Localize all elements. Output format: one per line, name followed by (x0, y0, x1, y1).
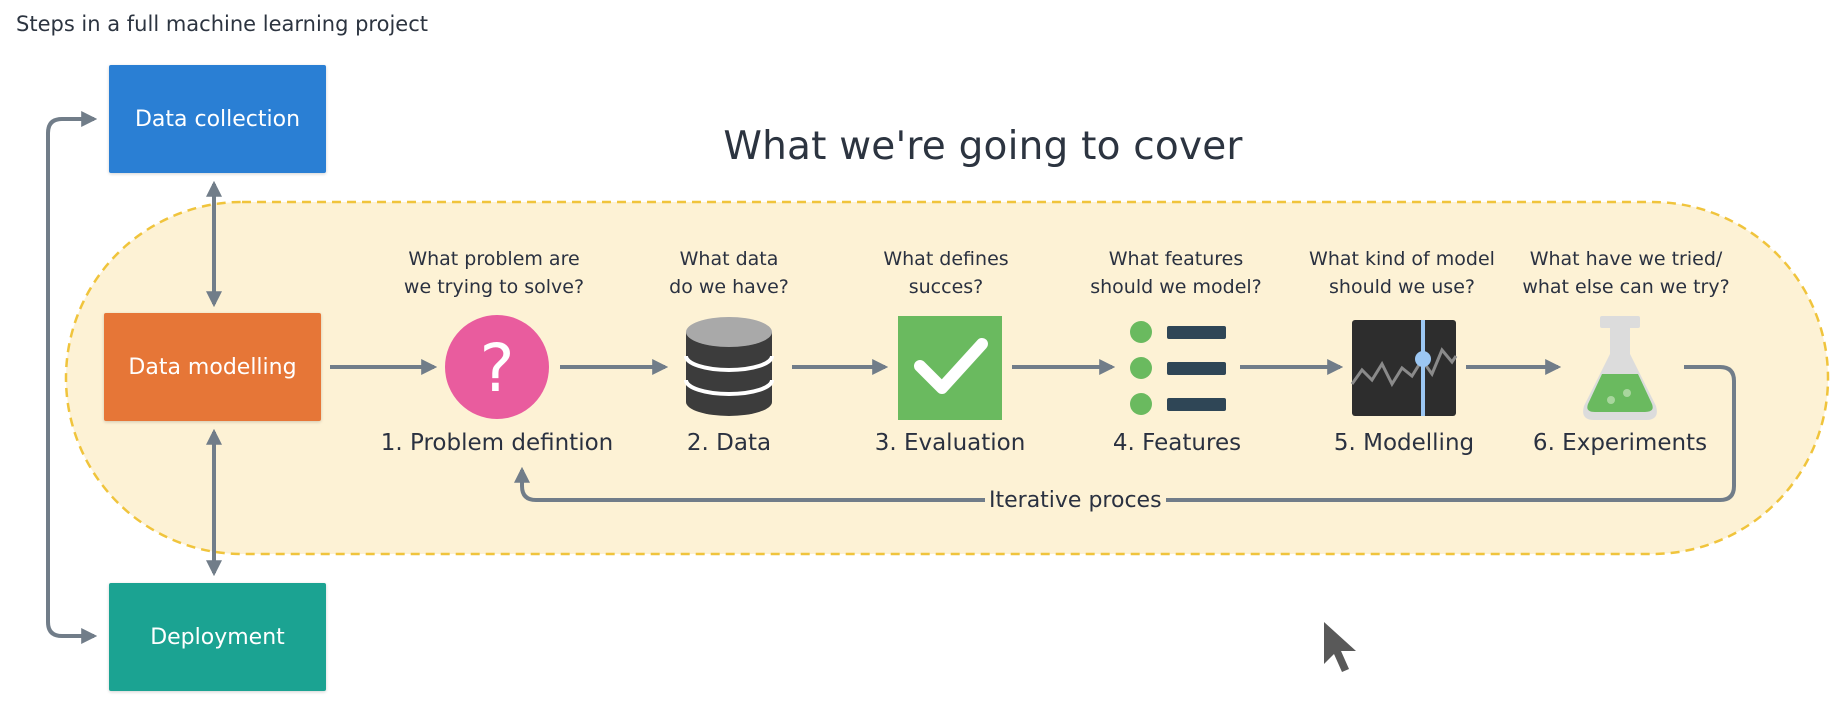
flask-icon (1583, 316, 1657, 420)
step-3-label: 3. Evaluation (874, 430, 1026, 456)
feature-list-icon (1130, 321, 1226, 415)
question-icon: ? (445, 315, 549, 419)
deployment-label: Deployment (150, 624, 285, 650)
iterative-loop-arrow (514, 365, 1736, 502)
step-5-label: 5. Modelling (1333, 430, 1475, 456)
step-4-label: 4. Features (1112, 430, 1242, 456)
data-modelling-box: Data modelling (104, 313, 321, 421)
step-1-label: 1. Problem defintion (380, 430, 614, 456)
step-6-question: What have we tried/ what else can we try… (1522, 248, 1730, 298)
database-icon (684, 317, 774, 416)
chart-monitor-icon (1350, 320, 1458, 416)
step-2-label: 2. Data (686, 430, 772, 456)
page-title: Steps in a full machine learning project (16, 12, 428, 36)
checkmark-icon (898, 316, 1002, 420)
step-3-question: What defines succes? (883, 248, 1009, 298)
step-5-question: What kind of model should we use? (1309, 248, 1495, 298)
svg-text:?: ? (479, 330, 514, 407)
iterative-process-label: Iterative proces (985, 488, 1166, 513)
step-4-question: What features should we model? (1090, 248, 1262, 298)
data-modelling-label: Data modelling (128, 354, 297, 380)
lifecycle-loop-arrow (46, 111, 98, 644)
deployment-box: Deployment (109, 583, 326, 691)
cover-title: What we're going to cover (723, 124, 1243, 169)
step-1-question: What problem are we trying to solve? (403, 248, 585, 298)
data-collection-label: Data collection (134, 106, 301, 132)
data-collection-box: Data collection (109, 65, 326, 173)
mouse-cursor-icon (1324, 622, 1356, 672)
step-6-label: 6. Experiments (1532, 430, 1708, 456)
step-2-question: What data do we have? (669, 248, 789, 298)
